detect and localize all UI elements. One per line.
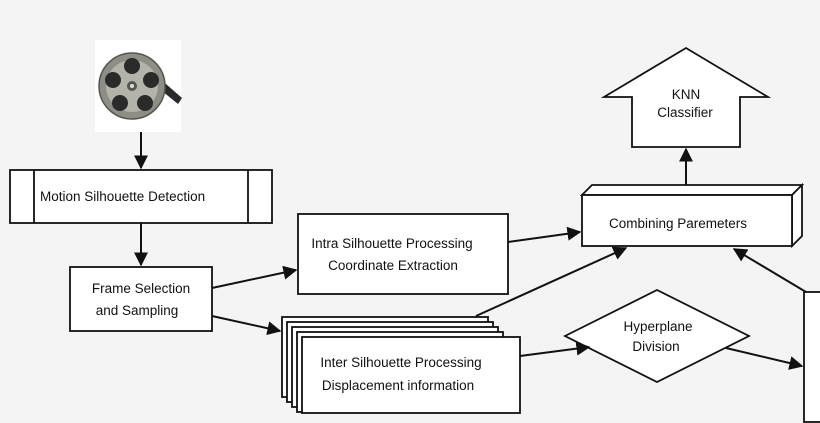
- arrow-frame-to-intra: [211, 265, 298, 289]
- knn-label-line1: KNN: [672, 87, 701, 102]
- frame-selection-label-line2: and Sampling: [96, 303, 179, 318]
- offscreen-box-edge: [803, 291, 820, 423]
- intra-processing-label-line1: Intra Silhouette Processing: [311, 236, 472, 251]
- combining-label: Combining Paremeters: [609, 216, 747, 231]
- connectors: [134, 132, 807, 370]
- arrow-inter-to-combining: [475, 246, 628, 317]
- knn-label-line2: Classifier: [657, 105, 713, 120]
- film-reel-icon: [95, 40, 182, 132]
- combining-box: Combining Paremeters: [579, 182, 805, 249]
- arrow-frame-to-inter: [211, 315, 282, 336]
- frame-selection-label-line1: Frame Selection: [92, 281, 190, 296]
- intra-processing-box: Intra Silhouette Processing Coordinate E…: [297, 213, 509, 295]
- inter-processing-stack: Inter Silhouette Processing Displacement…: [281, 316, 521, 414]
- inter-processing-label-line1: Inter Silhouette Processing: [320, 355, 481, 370]
- frame-selection-box: Frame Selection and Sampling: [69, 266, 213, 332]
- knn-classifier-arrow: KNN Classifier: [600, 46, 772, 148]
- hyperplane-decision: Hyperplane Division: [562, 288, 752, 384]
- motion-detection-label: Motion Silhouette Detection: [40, 189, 205, 204]
- arrow-hyperplane-to-edge: [725, 347, 804, 370]
- arrow-intra-to-combining: [507, 226, 582, 243]
- intra-processing-label-line2: Coordinate Extraction: [328, 258, 458, 273]
- inter-processing-label-line2: Displacement information: [322, 378, 474, 393]
- motion-detection-box: Motion Silhouette Detection: [9, 169, 273, 224]
- arrow-inter-to-hyperplane: [519, 341, 591, 357]
- arrow-edge-to-combining: [732, 248, 807, 293]
- hyperplane-label-line1: Hyperplane: [623, 319, 692, 334]
- hyperplane-label-line2: Division: [632, 339, 679, 354]
